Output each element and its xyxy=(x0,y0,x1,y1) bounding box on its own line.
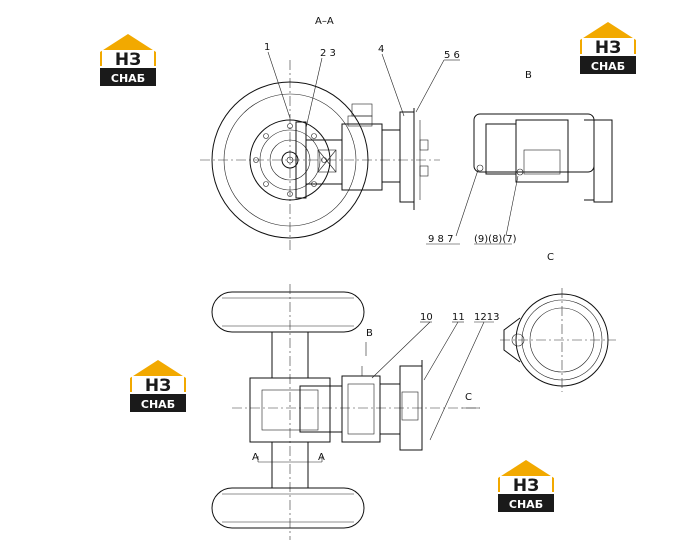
view-b-marker: B xyxy=(366,328,373,339)
part-label-9-8-7-hidden: (9)(8)(7) xyxy=(474,234,517,245)
part-label-11: 11 xyxy=(452,312,465,323)
part-label-5-6: 5 6 xyxy=(444,50,460,61)
svg-text:СНАБ: СНАБ xyxy=(591,60,625,73)
view-c-title: C xyxy=(547,252,554,263)
watermark-logo-bottom-right: НЗ СНАБ xyxy=(494,456,558,514)
part-label-9-8-7: 9 8 7 xyxy=(428,234,453,245)
section-mark-a-right: A xyxy=(318,452,325,463)
house-logo-icon: НЗ СНАБ xyxy=(100,34,156,86)
house-logo-icon: НЗ СНАБ xyxy=(130,360,186,412)
svg-text:НЗ: НЗ xyxy=(115,50,141,70)
plan-view: A A B C 10 11 1213 xyxy=(211,284,499,540)
section-aa-title: A–A xyxy=(315,16,334,27)
part-label-12-13: 1213 xyxy=(474,312,499,323)
svg-text:НЗ: НЗ xyxy=(513,476,539,496)
house-logo-icon: НЗ СНАБ xyxy=(580,22,636,74)
view-c-marker: C xyxy=(465,392,472,403)
watermark-logo-top-right: НЗ СНАБ xyxy=(576,18,640,76)
svg-text:СНАБ: СНАБ xyxy=(509,498,543,511)
svg-text:СНАБ: СНАБ xyxy=(141,398,175,411)
section-aa-view: A–A xyxy=(200,16,460,250)
svg-text:СНАБ: СНАБ xyxy=(111,72,145,85)
house-logo-icon: НЗ СНАБ xyxy=(498,460,554,512)
watermark-logo-top-left: НЗ СНАБ xyxy=(96,30,160,88)
section-mark-a-left: A xyxy=(252,452,259,463)
view-b-title: B xyxy=(525,70,532,81)
part-label-2-3: 2 3 xyxy=(320,48,336,59)
part-label-4: 4 xyxy=(378,44,384,55)
view-c: C xyxy=(500,252,616,392)
svg-text:НЗ: НЗ xyxy=(145,376,171,396)
part-label-1: 1 xyxy=(264,42,270,53)
watermark-logo-middle-left: НЗ СНАБ xyxy=(126,356,190,414)
svg-text:НЗ: НЗ xyxy=(595,38,621,58)
view-b: B 9 8 7 (9)(8)(7) xyxy=(426,70,613,245)
part-label-10: 10 xyxy=(420,312,433,323)
